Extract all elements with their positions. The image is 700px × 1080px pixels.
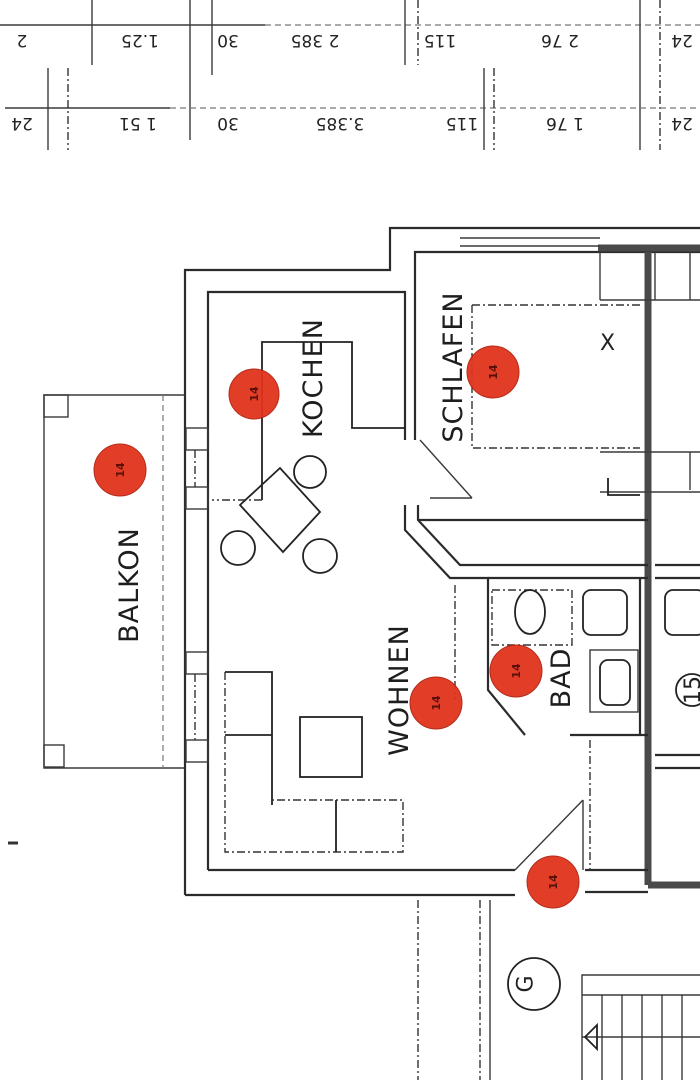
dimension-value: 24 <box>671 30 693 50</box>
dimension-value: 115 <box>446 113 478 133</box>
room-label-bad: BAD <box>546 648 577 709</box>
room-label-kochen: KOCHEN <box>298 318 329 438</box>
svg-text:14: 14 <box>430 695 443 711</box>
dimension-value: 1 51 <box>119 113 157 133</box>
stair-marker: G <box>514 975 539 992</box>
bathroom-fixtures <box>491 589 700 713</box>
bed-mark: X <box>600 331 615 356</box>
balcony-outline <box>43 394 185 769</box>
room-label-schlafen: SCHLAFEN <box>438 291 469 442</box>
dimension-value: 30 <box>217 113 239 133</box>
entrance <box>417 799 700 1080</box>
svg-text:14: 14 <box>510 663 523 679</box>
svg-text:14: 14 <box>547 874 560 890</box>
room-label-balkon: BALKON <box>114 527 145 643</box>
dimension-strip: 2 1.25 30 2 385 115 2 76 24 24 1 51 30 3… <box>0 0 700 150</box>
dimension-value: 24 <box>11 113 33 133</box>
dimension-value: 2 76 <box>541 30 579 50</box>
room-labels: BALKON KOCHEN SCHLAFEN WOHNEN BAD <box>114 291 577 755</box>
unit-number-symbol: 15 <box>675 673 700 707</box>
svg-text:14: 14 <box>487 364 500 380</box>
svg-text:14: 14 <box>248 386 261 402</box>
marker-wohnen[interactable]: 14 <box>409 676 463 730</box>
dimension-value: 1 76 <box>546 113 584 133</box>
walls <box>183 226 700 897</box>
dimension-value: 24 <box>671 113 693 133</box>
marker-kochen[interactable]: 14 <box>228 368 280 420</box>
svg-text:14: 14 <box>114 462 127 478</box>
dimension-value: 2 <box>17 30 28 50</box>
dimension-value: 115 <box>424 30 456 50</box>
red-markers: 14 14 14 14 14 14 <box>93 345 580 909</box>
marker-schlafen[interactable]: 14 <box>466 345 520 399</box>
unit-number: 15 <box>681 676 700 704</box>
room-label-wohnen: WOHNEN <box>384 624 415 756</box>
dimension-value: 1.25 <box>121 30 159 50</box>
dimension-value: 3.385 <box>316 113 365 133</box>
marker-entrance[interactable]: 14 <box>526 855 580 909</box>
dimension-value: 30 <box>217 30 239 50</box>
marker-bad[interactable]: 14 <box>489 644 543 698</box>
stair-marker-symbol: G <box>507 957 561 1011</box>
living-furniture <box>224 671 404 853</box>
bedroom-furniture: X <box>419 304 640 499</box>
marker-balkon[interactable]: 14 <box>93 443 147 497</box>
dimension-value: 2 385 <box>291 30 340 50</box>
